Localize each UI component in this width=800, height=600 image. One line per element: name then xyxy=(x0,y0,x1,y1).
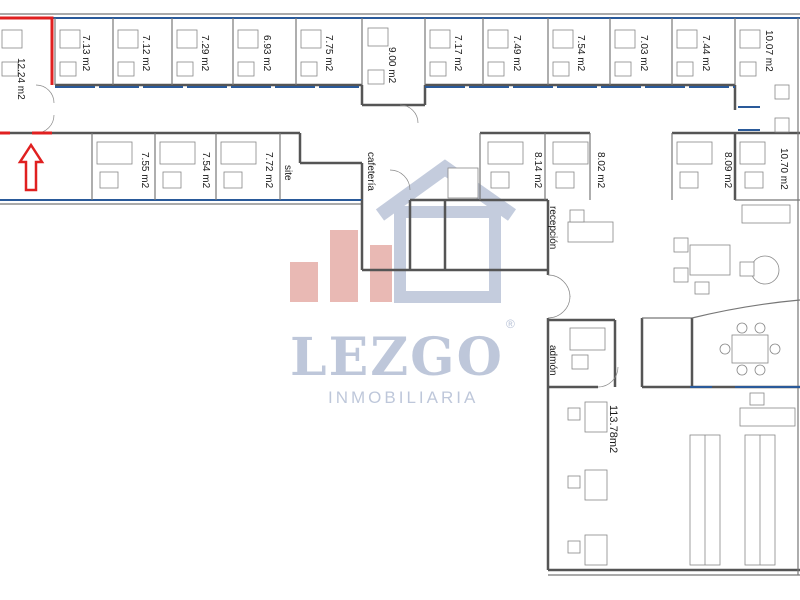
top-row-partitions xyxy=(54,18,736,85)
room-label: 7.12 m2 xyxy=(140,35,151,72)
room-label: 7.75 m2 xyxy=(323,35,334,72)
room-label: 7.03 m2 xyxy=(638,35,649,72)
desk-group-top xyxy=(1,27,790,133)
room-label: 7.55 m2 xyxy=(139,152,150,189)
highlight-selected-room xyxy=(0,16,54,135)
desk-group-mid xyxy=(96,141,791,224)
room-label: 6.93 m2 xyxy=(261,35,272,72)
admin-label: admón xyxy=(547,345,558,376)
room-label: 9.00 m2 xyxy=(386,47,397,84)
room-label: 8.02 m2 xyxy=(595,152,606,189)
open-office-desks xyxy=(567,392,796,566)
site-label: site xyxy=(282,165,293,181)
room-label: 7.44 m2 xyxy=(700,35,711,72)
reception-desk xyxy=(567,209,614,243)
admin-desk xyxy=(569,327,606,370)
watermark-brand: LEZGO xyxy=(290,327,504,388)
room-label: 8.09 m2 xyxy=(722,152,733,189)
room-label: 8.14 m2 xyxy=(532,152,543,189)
room-label: 7.49 m2 xyxy=(511,35,522,72)
reception-label: recepción xyxy=(547,206,558,249)
room-labels-mid: 7.55 m2 7.54 m2 7.72 m2 site cafetería 8… xyxy=(139,148,789,453)
door-swings xyxy=(35,84,619,388)
room-label: 7.54 m2 xyxy=(200,152,211,189)
furniture xyxy=(1,27,796,566)
room-label: 7.13 m2 xyxy=(80,35,91,72)
open-office-label: 113.78m2 xyxy=(607,405,619,453)
house-logo-icon xyxy=(290,159,517,303)
room-label: 10.07 m2 xyxy=(763,30,774,72)
cafeteria-label: cafetería xyxy=(365,152,376,191)
room-label: 7.54 m2 xyxy=(575,35,586,72)
watermark-logo: LEZGO ® INMOBILIARIA xyxy=(290,159,517,407)
room-labels-top: 7.13 m2 7.12 m2 7.29 m2 6.93 m2 7.75 m2 … xyxy=(15,30,774,100)
room-label: 10.70 m2 xyxy=(778,148,789,190)
watermark-registered: ® xyxy=(506,317,515,331)
up-arrow-icon xyxy=(17,142,45,192)
watermark-sub: INMOBILIARIA xyxy=(328,388,478,407)
room-label-highlighted: 12.24 m2 xyxy=(15,58,26,100)
mid-row-partitions xyxy=(91,133,673,200)
walls xyxy=(0,13,800,576)
room-label: 7.17 m2 xyxy=(452,35,463,72)
lounge-area xyxy=(673,237,780,295)
room-label: 7.72 m2 xyxy=(263,152,274,189)
meeting-table xyxy=(719,322,781,376)
room-label: 7.29 m2 xyxy=(199,35,210,72)
